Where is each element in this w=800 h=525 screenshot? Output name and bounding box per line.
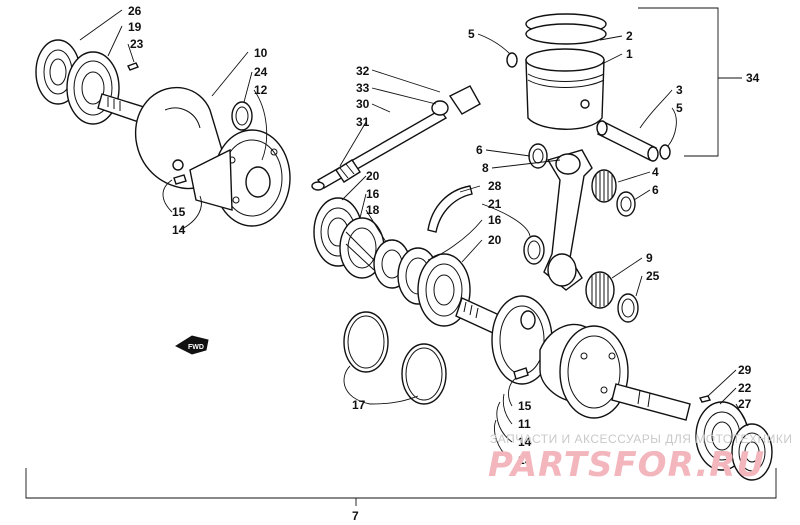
callout-15-left: 15 — [172, 205, 186, 219]
crank-web-10 — [189, 129, 291, 227]
callout-16-upper: 16 — [366, 187, 380, 201]
callout-5-right: 5 — [676, 101, 683, 115]
leader-lines — [79, 9, 749, 461]
bearing-20-lower — [417, 253, 471, 327]
callout-22: 22 — [738, 381, 752, 395]
circlip-5-right — [659, 144, 671, 160]
piston-rings-2 — [525, 13, 607, 45]
watermark: ЗАПЧАСТИ И АКСЕССУАРЫ ДЛЯ МОТОТЕХНИКИ PA… — [488, 432, 792, 485]
pin-15-right — [513, 367, 529, 380]
callout-16-lower: 16 — [488, 213, 502, 227]
fwd-arrow-icon: FWD — [174, 335, 209, 355]
connecting-rod-8 — [543, 149, 593, 291]
callout-24: 24 — [254, 65, 268, 79]
fwd-label: FWD — [188, 344, 204, 351]
callout-20-upper: 20 — [366, 169, 380, 183]
bracket-34 — [638, 7, 742, 157]
needle-bearing-9 — [585, 271, 615, 309]
washer-24 — [231, 101, 253, 131]
callout-11: 11 — [518, 417, 531, 431]
left-flywheel — [134, 86, 224, 190]
callout-9: 9 — [646, 251, 653, 265]
washer-6-upper — [528, 143, 548, 169]
callout-8: 8 — [482, 161, 489, 175]
washer-21 — [523, 235, 545, 265]
right-shaft — [611, 383, 691, 421]
callout-5-top: 5 — [468, 27, 475, 41]
parts-32-33 — [431, 85, 481, 116]
callout-12: 12 — [254, 83, 268, 97]
callout-6-lower: 6 — [652, 183, 659, 197]
seal-16-upper — [339, 217, 385, 279]
callout-23: 23 — [130, 37, 144, 51]
shaft-30 — [311, 109, 448, 191]
seal-ring-17-a — [343, 311, 389, 373]
callout-10: 10 — [254, 46, 268, 60]
piston-1 — [525, 48, 605, 130]
callout-14-right: 14 — [518, 435, 532, 449]
callout-34: 34 — [746, 71, 760, 85]
callout-19: 19 — [128, 20, 142, 34]
wrist-pin-3 — [596, 120, 659, 162]
callout-14-left: 14 — [172, 223, 186, 237]
callout-20-lower: 20 — [488, 233, 502, 247]
circlip-5-top — [506, 52, 518, 68]
needle-bearing-4 — [591, 169, 617, 203]
callout-6-upper: 6 — [476, 143, 483, 157]
callout-21: 21 — [488, 197, 502, 211]
callout-13: 13 — [518, 453, 532, 467]
seal-27 — [731, 423, 773, 481]
callout-28: 28 — [488, 179, 502, 193]
callout-29: 29 — [738, 363, 752, 377]
watermark-tagline: ЗАПЧАСТИ И АКСЕССУАРЫ ДЛЯ МОТОТЕХНИКИ — [490, 432, 792, 446]
callout-27: 27 — [738, 397, 752, 411]
callout-32: 32 — [356, 64, 370, 78]
crank-web-11-right — [539, 323, 629, 419]
ring-28 — [427, 185, 473, 233]
callout-17: 17 — [352, 398, 366, 412]
callout-26: 26 — [128, 4, 142, 18]
washer-25 — [617, 293, 639, 323]
washer-6-lower — [616, 191, 636, 217]
callout-25: 25 — [646, 269, 660, 283]
callout-numbers: 26 19 23 10 24 12 32 33 30 31 5 2 1 34 3… — [128, 4, 760, 523]
watermark-logo: PARTSFOR.RU — [488, 445, 765, 485]
callout-33: 33 — [356, 81, 370, 95]
callout-2: 2 — [626, 29, 633, 43]
pin-15-left — [173, 174, 187, 185]
callout-4: 4 — [652, 165, 659, 179]
key-29 — [698, 395, 712, 403]
callout-1: 1 — [626, 47, 633, 61]
callout-31: 31 — [356, 115, 370, 129]
seal-ring-17-b — [401, 343, 447, 405]
bracket-7 — [25, 468, 777, 506]
callout-15-right: 15 — [518, 399, 532, 413]
key-23 — [127, 62, 139, 71]
callout-30: 30 — [356, 97, 370, 111]
callout-3: 3 — [676, 83, 683, 97]
callout-7: 7 — [352, 509, 359, 523]
callout-18: 18 — [366, 203, 380, 217]
